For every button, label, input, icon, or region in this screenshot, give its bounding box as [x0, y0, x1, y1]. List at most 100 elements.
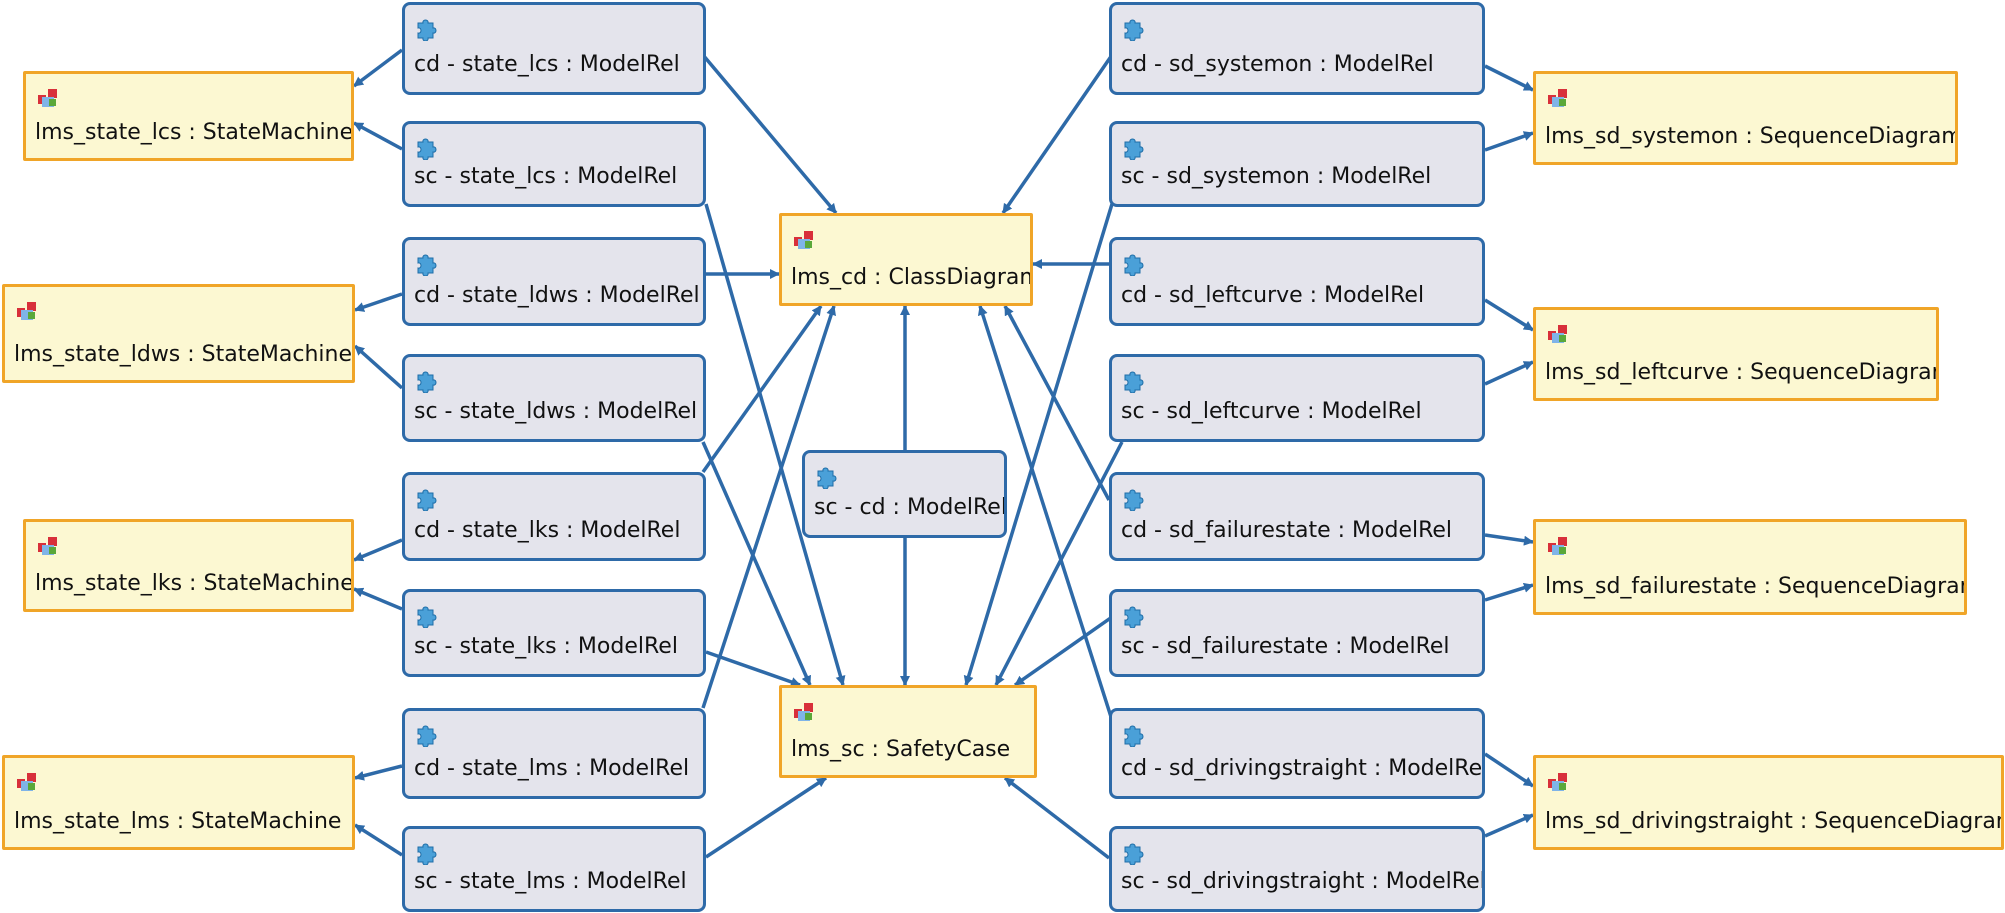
puzzle-icon: [1124, 138, 1144, 160]
relation-label: sc - cd : ModelRel: [814, 495, 1007, 520]
edge-sc-sd-leftcurve-to-sd-leftcurve: [1484, 360, 1534, 386]
puzzle-icon: [417, 254, 437, 276]
model-label: lms_sd_failurestate : SequenceDiagram: [1545, 574, 1967, 599]
model-label: lms_state_ldws : StateMachine: [14, 342, 352, 367]
model-label: lms_cd : ClassDiagram: [791, 265, 1033, 290]
relation-cd-state-lks[interactable]: cd - state_lks : ModelRel: [402, 472, 706, 561]
relation-label: sc - sd_leftcurve : ModelRel: [1121, 399, 1422, 424]
puzzle-icon: [417, 843, 437, 865]
relation-sc-state-lks[interactable]: sc - state_lks : ModelRel: [402, 589, 706, 677]
relation-label: cd - sd_leftcurve : ModelRel: [1121, 283, 1425, 308]
relation-cd-sd-leftcurve[interactable]: cd - sd_leftcurve : ModelRel: [1109, 237, 1485, 326]
edge-cd-state-lks-to-state-lks: [353, 538, 403, 562]
edge-cd-sd-drivingstraight-to-sd-drivingstraight: [1484, 752, 1534, 788]
model-lms-state-lms[interactable]: lms_state_lms : StateMachine: [2, 755, 355, 850]
relation-sc-state-lcs[interactable]: sc - state_lcs : ModelRel: [402, 121, 706, 207]
edge-cd-state-lcs-to-state-lcs: [352, 48, 404, 88]
edge-sc-sd-failurestate-to-sd-failurestate: [1484, 582, 1534, 602]
edge-cd-state-ldws-to-state-ldws: [354, 292, 403, 312]
relation-label: sc - sd_failurestate : ModelRel: [1121, 634, 1450, 659]
relation-sc-state-ldws[interactable]: sc - state_ldws : ModelRel: [402, 354, 706, 442]
model-icon: [794, 231, 813, 249]
edge-cd-sd-systemon-to-cd: [1001, 54, 1114, 214]
edge-cd-state-lcs-to-cd: [701, 53, 838, 215]
relation-label: cd - state_lcs : ModelRel: [414, 52, 680, 77]
edge-cd-sd-drivingstraight-to-cd: [977, 305, 1114, 721]
model-icon: [17, 773, 36, 791]
relation-cd-state-ldws[interactable]: cd - state_ldws : ModelRel: [402, 237, 706, 326]
model-lms-cd[interactable]: lms_cd : ClassDiagram: [779, 213, 1033, 306]
puzzle-icon: [1124, 725, 1144, 747]
puzzle-icon: [417, 725, 437, 747]
model-icon: [1548, 325, 1567, 343]
model-lms-state-lks[interactable]: lms_state_lks : StateMachine: [23, 519, 354, 612]
edge-sc-sd-failurestate-to-sc: [1013, 608, 1124, 687]
relation-sc-sd-systemon[interactable]: sc - sd_systemon : ModelRel: [1109, 121, 1485, 207]
relation-sc-sd-leftcurve[interactable]: sc - sd_leftcurve : ModelRel: [1109, 354, 1485, 442]
model-label: lms_state_lks : StateMachine: [35, 571, 354, 596]
model-lms-sd-drivingstraight[interactable]: lms_sd_drivingstraight : SequenceDiagram: [1533, 755, 2004, 850]
edge-sc-state-ldws-to-state-ldws: [353, 344, 404, 390]
edge-sc-state-ldws-to-sc: [701, 441, 812, 686]
edge-sc-sd-systemon-to-sc: [963, 203, 1114, 686]
relation-cd-sd-drivingstraight[interactable]: cd - sd_drivingstraight : ModelRel: [1109, 708, 1485, 799]
relation-label: sc - state_lks : ModelRel: [414, 634, 678, 659]
model-icon: [38, 89, 57, 107]
puzzle-icon: [1124, 19, 1144, 41]
model-label: lms_sd_drivingstraight : SequenceDiagram: [1545, 809, 2004, 834]
puzzle-icon: [417, 19, 437, 41]
model-label: lms_sc : SafetyCase: [791, 737, 1011, 762]
relation-label: cd - state_ldws : ModelRel: [414, 283, 700, 308]
relation-cd-sd-systemon[interactable]: cd - sd_systemon : ModelRel: [1109, 2, 1485, 95]
model-icon: [38, 537, 57, 555]
model-icon: [1548, 537, 1567, 555]
model-label: lms_state_lcs : StateMachine: [35, 120, 354, 145]
edge-sc-sd-systemon-to-sd-systemon: [1484, 131, 1534, 152]
edge-cd-state-lms-to-cd: [701, 305, 836, 709]
model-label: lms_sd_systemon : SequenceDiagram: [1545, 124, 1958, 149]
relation-label: sc - state_lms : ModelRel: [414, 869, 687, 894]
edge-cd-state-lks-to-cd: [701, 304, 823, 474]
relation-sc-sd-drivingstraight[interactable]: sc - sd_drivingstraight : ModelRel: [1109, 826, 1485, 912]
relation-label: cd - sd_failurestate : ModelRel: [1121, 518, 1453, 543]
model-lms-state-lcs[interactable]: lms_state_lcs : StateMachine: [23, 71, 354, 161]
relation-cd-state-lms[interactable]: cd - state_lms : ModelRel: [402, 708, 706, 799]
model-icon: [1548, 89, 1567, 107]
model-label: lms_sd_leftcurve : SequenceDiagram: [1545, 360, 1939, 385]
model-lms-state-ldws[interactable]: lms_state_ldws : StateMachine: [2, 284, 355, 383]
puzzle-icon: [1124, 489, 1144, 511]
edge-sc-state-lks-to-state-lks: [353, 587, 403, 611]
model-lms-sd-failurestate[interactable]: lms_sd_failurestate : SequenceDiagram: [1533, 519, 1967, 615]
puzzle-icon: [1124, 843, 1144, 865]
puzzle-icon: [817, 467, 837, 489]
relation-label: sc - sd_drivingstraight : ModelRel: [1121, 869, 1485, 894]
puzzle-icon: [1124, 371, 1144, 393]
edge-cd-sd-failurestate-to-cd: [1003, 305, 1111, 501]
puzzle-icon: [417, 489, 437, 511]
edge-sc-state-lcs-to-state-lcs: [353, 121, 403, 151]
puzzle-icon: [1124, 606, 1144, 628]
edge-sc-sd-drivingstraight-to-sc: [1003, 776, 1111, 860]
edge-cd-sd-leftcurve-to-sd-leftcurve: [1484, 298, 1534, 332]
relation-cd-sd-failurestate[interactable]: cd - sd_failurestate : ModelRel: [1109, 472, 1485, 561]
edge-sc-state-lms-to-sc: [705, 776, 827, 859]
model-icon: [794, 703, 813, 721]
relation-label: sc - state_lcs : ModelRel: [414, 164, 678, 189]
relation-label: sc - state_ldws : ModelRel: [414, 399, 698, 424]
puzzle-icon: [417, 606, 437, 628]
relation-cd-state-lcs[interactable]: cd - state_lcs : ModelRel: [402, 2, 706, 95]
model-icon: [17, 302, 36, 320]
edge-cd-sd-failurestate-to-sd-failurestate: [1484, 533, 1534, 546]
model-lms-sc[interactable]: lms_sc : SafetyCase: [779, 685, 1037, 778]
relation-sc-sd-failurestate[interactable]: sc - sd_failurestate : ModelRel: [1109, 589, 1485, 677]
edge-cd-state-lms-to-state-lms: [354, 764, 403, 781]
model-lms-sd-leftcurve[interactable]: lms_sd_leftcurve : SequenceDiagram: [1533, 307, 1939, 401]
puzzle-icon: [417, 371, 437, 393]
edge-sc-state-lks-to-sc: [705, 650, 801, 687]
relation-sc-state-lms[interactable]: sc - state_lms : ModelRel: [402, 826, 706, 912]
edge-cd-sd-systemon-to-sd-systemon: [1484, 64, 1534, 92]
model-lms-sd-systemon[interactable]: lms_sd_systemon : SequenceDiagram: [1533, 71, 1958, 165]
relation-sc-cd[interactable]: sc - cd : ModelRel: [802, 450, 1007, 538]
relation-label: cd - state_lms : ModelRel: [414, 756, 690, 781]
